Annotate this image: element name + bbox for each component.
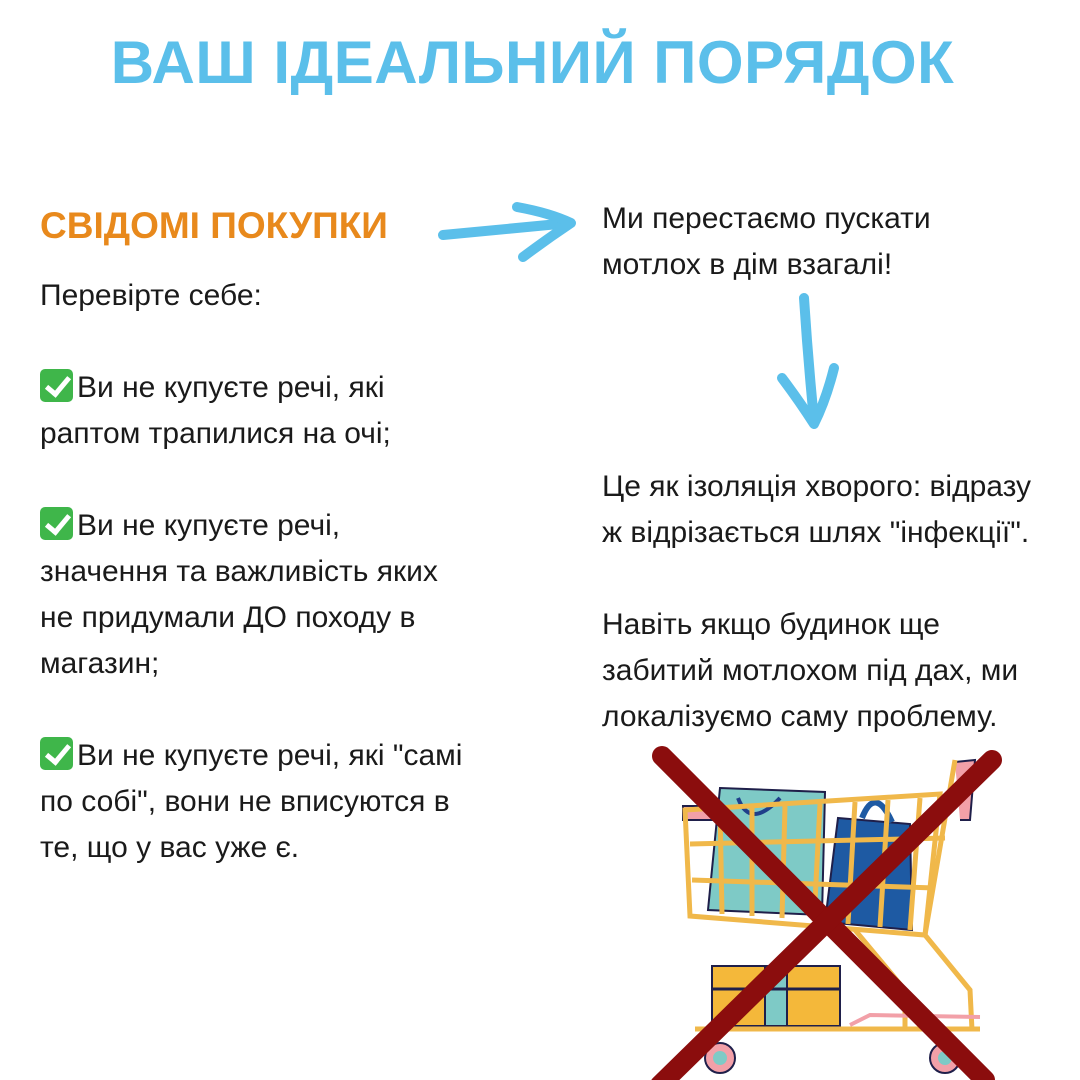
check-mark-icon — [40, 737, 73, 770]
section-heading: СВІДОМІ ПОКУПКИ — [40, 205, 388, 246]
check-mark-icon — [40, 369, 73, 402]
checklist-item-text: Ви не купуєте речі, які раптом трапилися… — [40, 371, 391, 450]
right-paragraph-3: Навіть якщо будинок ще забитий мотлохом … — [602, 608, 1019, 733]
arrow-down-icon — [777, 293, 839, 429]
red-cross-mark — [651, 746, 1002, 1080]
crossed-shopping-cart-illustration — [651, 746, 1002, 1080]
checklist-item: Ви не купуєте речі, які раптом трапилися… — [40, 365, 391, 457]
right-paragraph-1: Ми перестаємо пускати мотлох в дім взага… — [602, 202, 931, 281]
checklist-item-text: Ви не купуєте речі, значення та важливіс… — [40, 509, 438, 680]
right-paragraph-2: Це як ізоляція хворого: відразу ж відріз… — [602, 470, 1032, 549]
check-mark-icon — [40, 507, 73, 540]
checklist-item: Ви не купуєте речі, які "самі по собі", … — [40, 733, 462, 871]
cart-wheels — [704, 1042, 961, 1074]
checklist-item-text: Ви не купуєте речі, які "самі по собі", … — [40, 739, 463, 864]
checklist-item: Ви не купуєте речі, значення та важливіс… — [40, 503, 438, 687]
page-title: ВАШ ІДЕАЛЬНИЙ ПОРЯДОК — [110, 29, 955, 96]
intro-text: Перевірте себе: — [40, 279, 262, 312]
arrow-right-icon — [438, 202, 576, 262]
